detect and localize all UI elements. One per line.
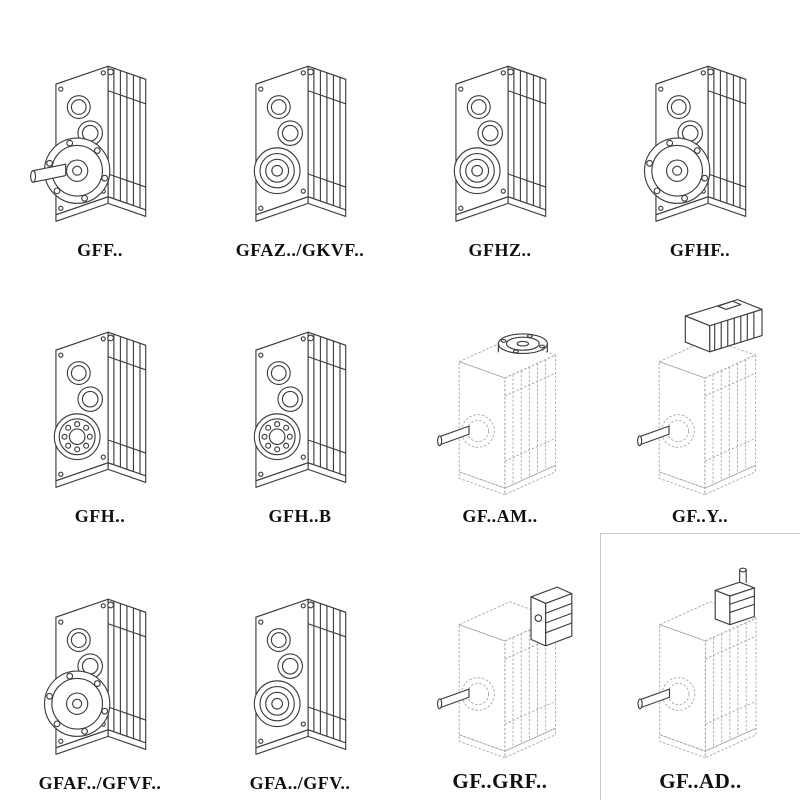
model-label: GFH.. xyxy=(74,506,126,527)
gearbox-drawing-output-flange-icon xyxy=(643,65,747,222)
gearbox-drawing-bearing-output-icon xyxy=(253,332,347,489)
model-label: GFF.. xyxy=(77,239,123,260)
model-label: GF..Y.. xyxy=(671,506,729,527)
gearbox-drawing-output-flange-shaft-icon xyxy=(30,65,147,222)
gearbox-drawing-output-flange-icon xyxy=(43,598,147,755)
catalog-cell-gfhz: GFHZ.. xyxy=(400,0,600,267)
catalog-cell-gfam: GF..AM.. xyxy=(400,267,600,534)
gearbox-drawing-ghost-top-adapter-icon xyxy=(637,567,757,759)
gearbox-drawing-hollow-shaft-icon xyxy=(253,598,347,755)
gearbox-drawing-ghost-motor-icon xyxy=(637,299,763,496)
model-label: GF..AM.. xyxy=(462,506,538,527)
model-label: GF..AD.. xyxy=(659,768,742,793)
catalog-cell-gfaf: GFAF../GFVF.. xyxy=(0,533,200,800)
catalog-cell-gfhb: GFH..B xyxy=(200,267,400,534)
gearbox-drawing-hollow-shaft-icon xyxy=(253,65,347,222)
catalog-cell-gfad: GF..AD.. xyxy=(600,533,800,800)
catalog-cell-gfh: GFH.. xyxy=(0,267,200,534)
catalog-cell-gff: GFF.. xyxy=(0,0,200,267)
gearbox-drawing-ghost-input-flange-icon xyxy=(437,333,556,496)
gearbox-drawing-hollow-shaft-icon xyxy=(453,65,547,222)
model-label: GFHF.. xyxy=(669,239,731,260)
model-label: GFH..B xyxy=(268,506,332,527)
catalog-cell-gfy: GF..Y.. xyxy=(600,267,800,534)
gearbox-drawing-bearing-output-icon xyxy=(53,332,147,489)
catalog-cell-gfgrf: GF..GRF.. xyxy=(400,533,600,800)
model-label: GF..GRF.. xyxy=(452,768,548,793)
catalog-cell-gfa: GFA../GFV.. xyxy=(200,533,400,800)
catalog-cell-gfhf: GFHF.. xyxy=(600,0,800,267)
catalog-cell-gfaz: GFAZ../GKVF.. xyxy=(200,0,400,267)
model-label: GFAZ../GKVF.. xyxy=(235,239,365,260)
gearbox-drawing-ghost-side-block-icon xyxy=(437,586,573,759)
model-label: GFHZ.. xyxy=(468,239,532,260)
model-label: GFA../GFV.. xyxy=(249,772,351,793)
model-label: GFAF../GFVF.. xyxy=(38,772,162,793)
